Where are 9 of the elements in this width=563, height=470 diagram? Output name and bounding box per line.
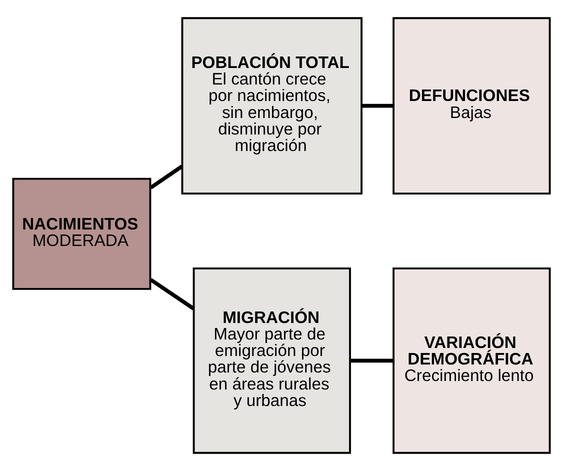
connector [150,278,195,310]
connector [362,103,394,108]
node-box: VARIACIÓN DEMOGRÁFICA Crecimiento lento [392,267,551,454]
connector [150,164,184,189]
node-box: MIGRACIÓN Mayor parte de emigración por parte de jóvenes en áreas rurales y urbanas [192,267,351,454]
node-box: DEFUNCIONES Bajas [392,16,551,194]
node-box: POBLACIÓN TOTAL El cantón crece por nacimientos, sin embargo, disminuye por migración [181,16,362,194]
node-box: NACIMIENTOS MODERADA [12,177,152,290]
connector [350,358,394,362]
